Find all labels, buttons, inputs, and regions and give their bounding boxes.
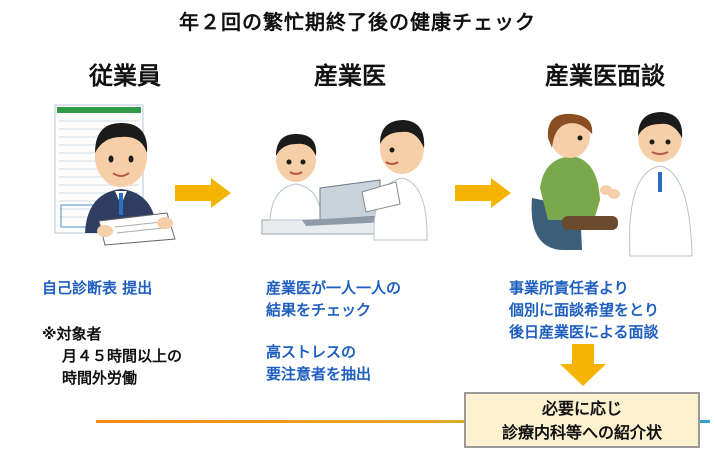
arrow-right-icon bbox=[175, 178, 231, 208]
target-note-line: 月４５時間以上の bbox=[62, 347, 183, 365]
heading-employee: 従業員 bbox=[89, 62, 161, 90]
referral-line: 診療内科等への紹介状 bbox=[501, 423, 662, 442]
referral-box: 必要に応じ 診療内科等への紹介状 bbox=[464, 392, 700, 448]
interview-text-line: 個別に面談希望をとり bbox=[509, 301, 660, 319]
doctor-text-line: 産業医が一人一人の bbox=[266, 279, 402, 297]
arrow-down-icon bbox=[560, 344, 606, 386]
employee-illustration bbox=[54, 104, 176, 246]
heading-interview: 産業医面談 bbox=[545, 62, 665, 90]
heading-doctor: 産業医 bbox=[314, 62, 386, 90]
target-note-title: ※対象者 bbox=[42, 325, 102, 343]
timeline-line bbox=[96, 420, 710, 423]
diagram-title: 年２回の繁忙期終了後の健康チェック bbox=[179, 10, 536, 34]
target-note-line: 時間外労働 bbox=[62, 369, 138, 387]
arrow-right-icon bbox=[455, 178, 511, 208]
referral-line: 必要に応じ bbox=[541, 399, 622, 418]
doctor-text-line: 高ストレスの bbox=[266, 343, 357, 361]
employee-action-text: 自己診断表 提出 bbox=[42, 279, 153, 297]
interview-text-line: 事業所責任者より bbox=[509, 279, 629, 297]
interview-illustration bbox=[531, 112, 693, 257]
doctor-text-line: 要注意者を抽出 bbox=[266, 365, 372, 383]
doctor-illustration bbox=[261, 120, 428, 241]
interview-text-line: 後日産業医による面談 bbox=[509, 323, 659, 341]
doctor-text-line: 結果をチェック bbox=[266, 301, 372, 319]
